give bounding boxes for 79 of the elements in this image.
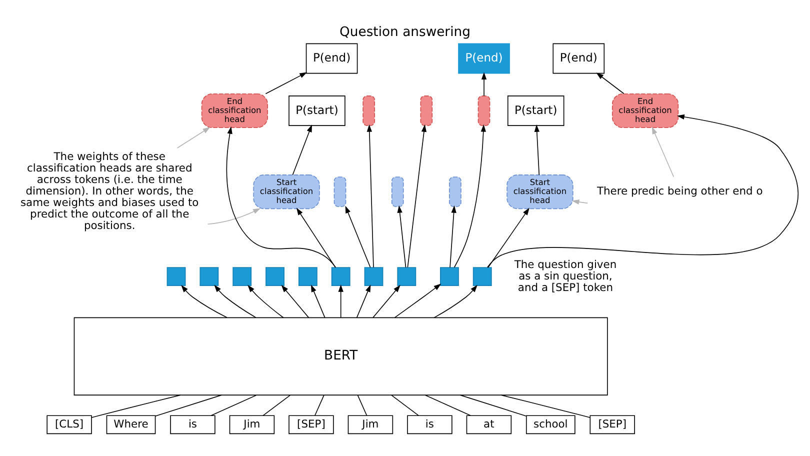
- arrow: [372, 284, 400, 318]
- node-box: at: [466, 415, 512, 434]
- node-bar: [478, 96, 490, 126]
- node-box: [266, 267, 284, 286]
- node-box: [440, 267, 459, 286]
- arrow: [214, 284, 256, 318]
- arrow: [488, 208, 530, 268]
- node-box: P(end): [552, 43, 605, 74]
- arrow: [534, 124, 540, 176]
- arrow: [397, 205, 406, 268]
- connector: [91, 394, 181, 418]
- node-box: [166, 267, 186, 286]
- arrow: [181, 284, 228, 318]
- node-box: is: [407, 415, 452, 434]
- connector: [357, 394, 368, 416]
- node-box: school: [526, 415, 576, 434]
- node-box: [472, 267, 492, 286]
- arrow: [226, 126, 336, 268]
- node-box: [298, 267, 318, 286]
- arrow: [572, 199, 588, 205]
- node-box: P(start): [288, 96, 346, 126]
- arrow: [265, 72, 308, 94]
- arrow: [176, 127, 210, 148]
- connector: [500, 394, 590, 418]
- node-box: Jim: [348, 415, 394, 434]
- node-box: Start classification head: [506, 174, 574, 210]
- node-text: The weights of these classification heads are shared across tokens (i.e. the time dimension). In other words, the same weights and biases used to predict the outcome of all the positions.: [20, 150, 199, 232]
- arrow: [596, 72, 624, 94]
- arrow: [450, 205, 456, 268]
- node-box: End classification head: [201, 93, 268, 128]
- connector: [154, 394, 222, 417]
- connector: [424, 394, 471, 416]
- node-box: P(end): [306, 43, 358, 74]
- arrow: [296, 208, 336, 268]
- arrow: [338, 284, 344, 318]
- node-bar: [420, 96, 433, 126]
- arrow: [652, 126, 674, 178]
- arrow: [356, 284, 371, 318]
- node-box: [397, 267, 416, 286]
- diagram-title: Question answering: [340, 25, 470, 40]
- arrow: [366, 124, 374, 268]
- node-box: Start classification head: [253, 174, 320, 210]
- arrow: [407, 124, 427, 268]
- arrow: [486, 114, 799, 268]
- arrow: [345, 206, 371, 268]
- node-box: P(end): [458, 43, 510, 74]
- node-bar: [391, 176, 404, 208]
- node-box: [364, 267, 384, 286]
- node-box: End classification head: [612, 93, 679, 128]
- arrow: [310, 284, 326, 318]
- arrow: [434, 284, 478, 318]
- arrow: [292, 124, 312, 176]
- arrow: [207, 208, 261, 225]
- node-box: is: [170, 415, 216, 434]
- connector: [262, 394, 291, 416]
- node-box: [232, 267, 252, 286]
- arrow: [248, 284, 284, 318]
- arrow: [454, 124, 486, 268]
- node-box: [SEP]: [288, 415, 334, 434]
- connector: [314, 394, 324, 416]
- connector: [210, 394, 257, 416]
- node-box: P(start): [507, 96, 564, 126]
- node-box: BERT: [74, 317, 608, 396]
- node-bar: [334, 176, 346, 208]
- node-box: [SEP]: [590, 415, 635, 434]
- node-box: Jim: [229, 415, 275, 434]
- node-box: [331, 267, 350, 286]
- node-text: There predic being other end o: [596, 184, 763, 198]
- label: The question given as a sin question, and a [SEP] token: [514, 258, 617, 294]
- arrow: [281, 284, 310, 318]
- arrow: [394, 284, 442, 318]
- node-box: [CLS]: [46, 415, 92, 434]
- node-box: [200, 267, 219, 286]
- arrow: [481, 72, 487, 96]
- node-bar: [449, 176, 462, 208]
- node-box: Where: [106, 415, 156, 434]
- connector: [460, 394, 527, 417]
- node-bar: [362, 96, 375, 126]
- connector: [391, 394, 419, 416]
